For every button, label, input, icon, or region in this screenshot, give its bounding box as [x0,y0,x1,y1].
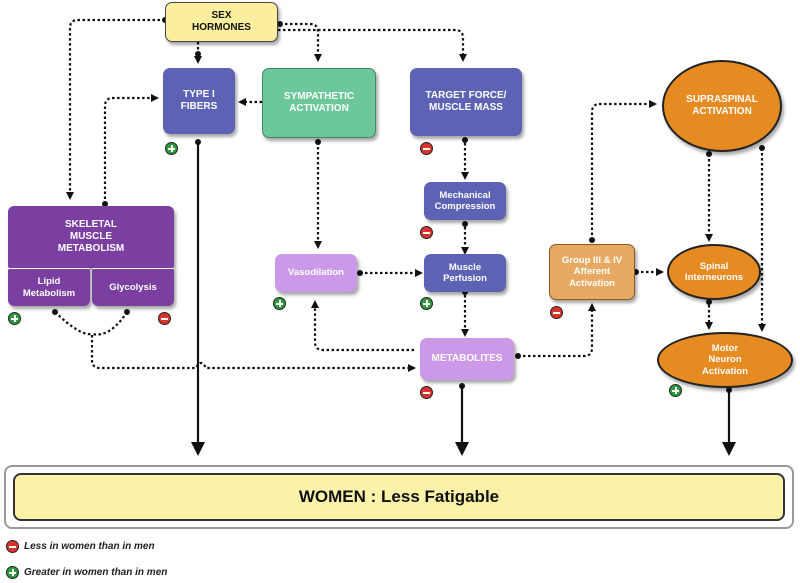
target-force-label: TARGET FORCE/ MUSCLE MASS [425,90,507,113]
type1-fibers-label: TYPE I FIBERS [180,89,218,112]
target-force-node: TARGET FORCE/ MUSCLE MASS [410,68,522,136]
metabolites-node: METABOLITES [420,338,514,380]
mechanical-compression-node: Mechanical Compression [424,182,506,220]
lipid-metabolism-node: Lipid Metabolism [8,268,90,306]
minus-badge-group-afferent [550,306,563,319]
plus-badge-type1-fibers [165,142,178,155]
link-skeletal-typei [103,94,159,204]
plus-badge-lipid-metabolism [8,312,21,325]
minus-badge-target-force [420,142,433,155]
lipid-metabolism-label: Lipid Metabolism [22,276,76,299]
muscle-perfusion-node: Muscle Perfusion [424,254,506,292]
outcome-banner: WOMEN : Less Fatigable [4,465,794,529]
metabolites-label: METABOLITES [431,353,503,364]
legend-minus-icon [6,540,19,553]
legend-plus-text: Greater in women than in men [24,567,168,578]
link-afferent-supraspinal [590,100,657,240]
sex-hormones-node: SEX HORMONES [165,2,278,42]
link-metabolites-afferent [518,303,596,358]
legend-minus-row: Less in women than in men [6,540,155,553]
group-afferent-node: Group III & IV Afferent Activation [549,244,635,300]
vasodilation-label: Vasodilation [288,267,344,279]
link-metabolites-vasodilation [311,300,414,352]
link-metabolism-metabolites [54,311,414,368]
skeletal-muscle-metabolism-label: SKELETAL MUSCLE METABOLISM [57,219,125,254]
sex-hormones-label: SEX HORMONES [192,10,251,33]
legend-plus-icon [6,566,19,579]
spinal-interneurons-label: Spinal Interneurons [684,260,744,283]
vasodilation-node: Vasodilation [275,254,357,292]
motor-neuron-activation-label: Motor Neuron Activation [702,342,748,377]
link-hormones-skeletal [66,18,165,200]
minus-badge-mechanical-compression [420,226,433,239]
glycolysis-node: Glycolysis [92,268,174,306]
plus-badge-motor-neuron [669,384,682,397]
legend-minus-text: Less in women than in men [24,541,155,552]
legend-plus-row: Greater in women than in men [6,566,167,579]
link-hormones-sympathetic [280,22,322,62]
type1-fibers-node: TYPE I FIBERS [163,68,235,134]
minus-badge-glycolysis [158,312,171,325]
plus-badge-muscle-perfusion [420,297,433,310]
group-afferent-label: Group III & IV Afferent Activation [561,254,623,289]
skeletal-muscle-metabolism-node: SKELETAL MUSCLE METABOLISM [8,206,174,268]
muscle-perfusion-label: Muscle Perfusion [443,261,487,284]
sympathetic-activation-label: SYMPATHETIC ACTIVATION [283,91,355,114]
mechanical-compression-label: Mechanical Compression [434,189,496,212]
glycolysis-label: Glycolysis [109,281,157,293]
spinal-interneurons-node: Spinal Interneurons [667,244,761,300]
minus-badge-metabolites [420,386,433,399]
outcome-banner-text: WOMEN : Less Fatigable [13,473,785,521]
supraspinal-activation-label: SUPRASPINAL ACTIVATION [686,94,758,117]
sympathetic-activation-node: SYMPATHETIC ACTIVATION [262,68,376,138]
supraspinal-activation-node: SUPRASPINAL ACTIVATION [662,60,782,152]
plus-badge-vasodilation [273,297,286,310]
motor-neuron-activation-node: Motor Neuron Activation [657,332,793,388]
link-hormones-target [278,28,467,62]
